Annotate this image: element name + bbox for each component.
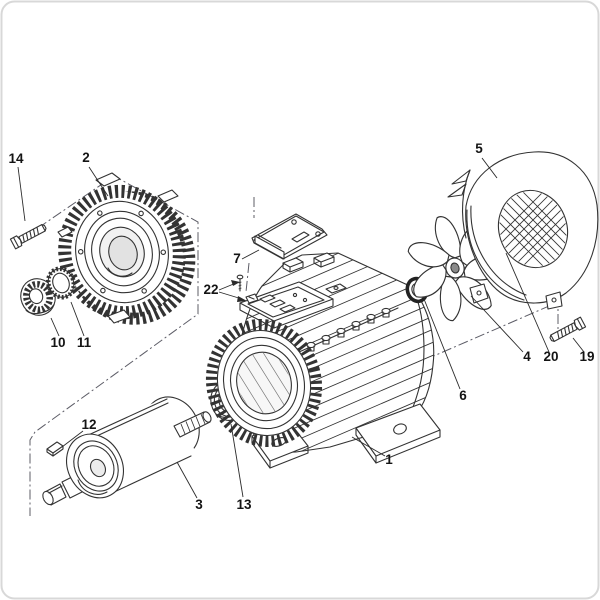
- callout-13-bearing: 13: [236, 497, 252, 512]
- callout-2-end-shield: 2: [82, 150, 90, 165]
- hex-bolt-14: [9, 221, 49, 250]
- end-shield-bolt-holes: [77, 210, 167, 294]
- phantom-cover7-lower: [245, 262, 250, 293]
- shaft-key-12: [46, 441, 64, 457]
- stator-front-ring: [205, 319, 323, 447]
- callout-10-bearing: 10: [50, 335, 65, 350]
- callout-12-key: 12: [81, 417, 96, 432]
- fan-cover-5: [447, 151, 599, 310]
- roller-bearing-10: [20, 278, 56, 316]
- terminal-cover-7: [251, 213, 328, 260]
- callout-22-screws: 22: [203, 282, 218, 297]
- callout-3-rotor: 3: [195, 497, 203, 512]
- end-shield-2: [57, 172, 196, 325]
- stator-housing-1: [205, 252, 441, 469]
- rotor-3: [42, 396, 212, 506]
- callouts: 1 2 3 4 5 6 7 10 11 12 13 14 19 20 22: [8, 141, 594, 512]
- tie-rod-studs: [291, 307, 391, 359]
- terminal-box: [239, 281, 334, 329]
- callout-20-clip: 20: [543, 349, 558, 364]
- seal-ring-11: [45, 266, 77, 300]
- callout-5-fan-cover: 5: [475, 141, 483, 156]
- callout-6-seal: 6: [459, 388, 467, 403]
- lifting-lugs: [282, 252, 347, 294]
- callout-1-housing: 1: [385, 452, 393, 467]
- callout-14-bolt: 14: [8, 151, 24, 166]
- callout-4-fan: 4: [523, 349, 531, 364]
- fan-4: [405, 213, 504, 324]
- callout-19-bolt: 19: [579, 349, 594, 364]
- leader-lines: [17, 157, 585, 499]
- callout-11-ring: 11: [77, 335, 92, 350]
- callout-7-terminal-cover: 7: [233, 251, 241, 266]
- hex-bolt-19: [547, 316, 587, 345]
- screw-set-22: [236, 274, 259, 304]
